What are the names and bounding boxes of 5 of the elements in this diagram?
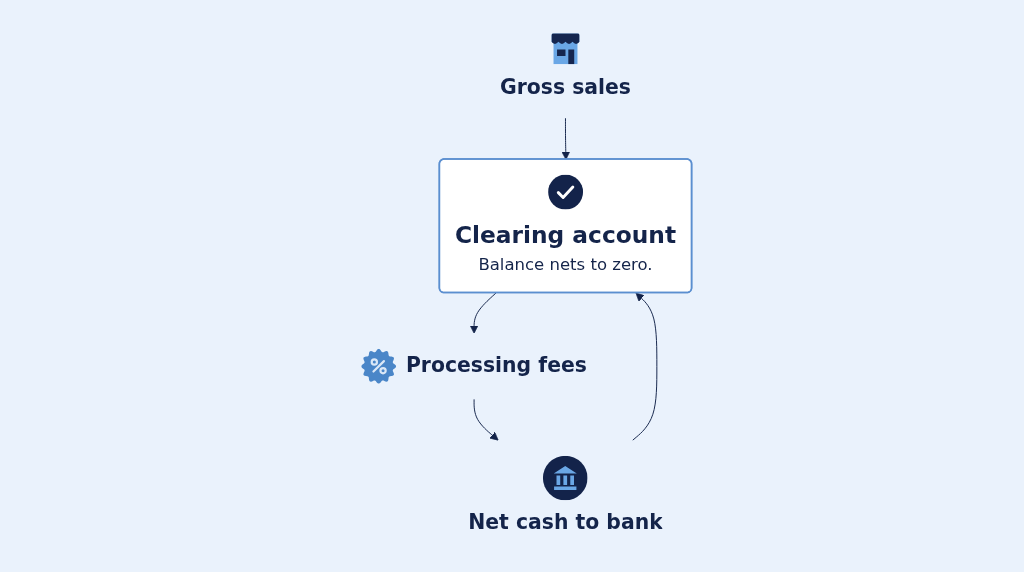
node-title: Net cash to bank [468, 511, 663, 535]
node-title: Gross sales [499, 75, 631, 99]
node-title: Clearing account [454, 221, 677, 249]
node-text: Balance nets to zero. [478, 254, 653, 274]
node-title: Processing fees [405, 353, 587, 378]
